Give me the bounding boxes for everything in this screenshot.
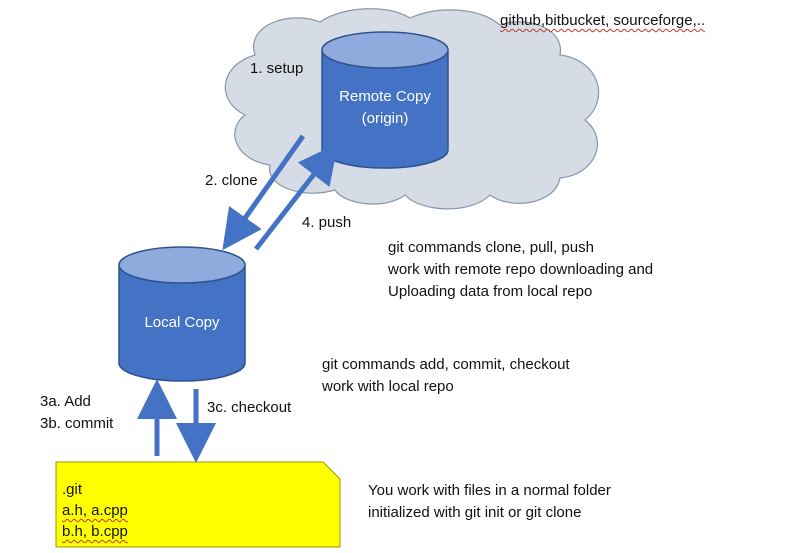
- folder-note-line: You work with files in a normal folder: [368, 482, 611, 499]
- file-entry: b.h, b.cpp: [62, 523, 128, 540]
- push-arrow: [254, 143, 339, 251]
- step-add: 3a. Add: [40, 393, 91, 410]
- step-push: 4. push: [302, 214, 352, 231]
- remote-repo-label: Remote Copy (origin): [322, 86, 448, 130]
- clone-arrow: [222, 134, 306, 251]
- local-note-line: git commands add, commit, checkout: [322, 356, 570, 373]
- folder-file-list: .git a.h, a.cpp b.h, b.cpp: [62, 479, 128, 542]
- working-folder: [55, 461, 341, 548]
- folder-note: You work with files in a normal folder i…: [368, 480, 611, 524]
- remote-label-line1: Remote Copy: [339, 88, 431, 105]
- file-entry: .git: [62, 481, 83, 498]
- file-entry: a.h, a.cpp: [62, 502, 128, 519]
- local-repo-label: Local Copy: [144, 314, 220, 331]
- remote-label-line2: (origin): [361, 110, 409, 127]
- remote-note-line: git commands clone, pull, push: [388, 239, 594, 256]
- step-clone: 2. clone: [205, 172, 258, 189]
- step-commit: 3b. commit: [40, 415, 114, 432]
- remote-repo-cylinder: [321, 31, 449, 169]
- step-setup: 1. setup: [250, 60, 304, 77]
- local-repo-cylinder: [118, 246, 246, 382]
- local-note-line: work with local repo: [322, 378, 454, 395]
- folder-note-line: initialized with git init or git clone: [368, 504, 582, 521]
- step-checkout: 3c. checkout: [207, 399, 292, 416]
- remote-note-line: Uploading data from local repo: [388, 283, 593, 300]
- hosts-note: github,bitbucket, sourceforge,..: [500, 12, 706, 29]
- remote-note: git commands clone, pull, push work with…: [388, 237, 653, 303]
- local-note: git commands add, commit, checkout work …: [322, 354, 570, 398]
- remote-note-line: work with remote repo downloading and: [388, 261, 654, 278]
- add-commit-labels: 3a. Add 3b. commit: [40, 391, 113, 435]
